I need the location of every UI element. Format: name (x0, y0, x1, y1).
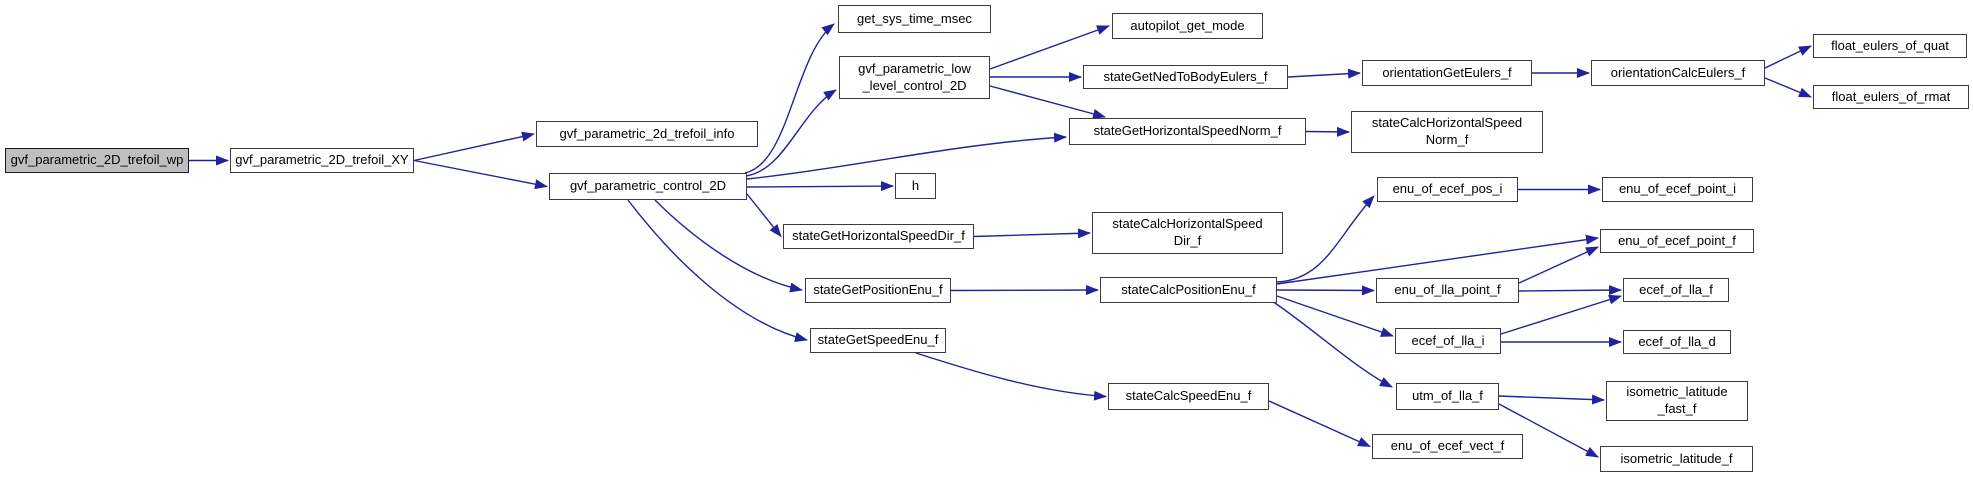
graph-node-label: enu_of_ecef_point_f (1618, 232, 1736, 248)
call-edge-stateCalcSpeedEnu_f-to-enu_of_ecef_vect_f (1268, 400, 1371, 448)
graph-node-stateCalcPositionEnu_f[interactable]: stateCalcPositionEnu_f (1100, 277, 1277, 303)
graph-node-stateGetNedToBodyEulers_f[interactable]: stateGetNedToBodyEulers_f (1083, 65, 1288, 89)
call-edge-gvf_parametric_control_2D-to-h (746, 181, 894, 192)
call-edge-ecef_of_lla_i-to-ecef_of_lla_f (1500, 294, 1622, 335)
graph-node-label: h (911, 177, 920, 193)
call-edge-gvf_parametric_control_2D-to-stateGetHorizontalSpeedNorm_f (746, 132, 1067, 180)
graph-node-label: float_eulers_of_quat (1831, 37, 1949, 53)
call-edge-enu_of_lla_point_f-to-ecef_of_lla_f (1518, 285, 1622, 296)
graph-node-label: gvf_parametric_low _level_control_2D (858, 60, 971, 93)
graph-node-isometric_latitude_fast_f[interactable]: isometric_latitude _fast_f (1606, 381, 1748, 421)
graph-node-enu_of_ecef_vect_f[interactable]: enu_of_ecef_vect_f (1372, 434, 1523, 459)
graph-node-gvf_parametric_2d_trefoil_info[interactable]: gvf_parametric_2d_trefoil_info (536, 121, 758, 147)
graph-node-enu_of_ecef_point_f[interactable]: enu_of_ecef_point_f (1600, 229, 1754, 253)
graph-node-label: isometric_latitude_f (1620, 450, 1733, 466)
graph-node-stateCalcSpeedEnu_f[interactable]: stateCalcSpeedEnu_f (1108, 383, 1269, 410)
graph-node-get_sys_time_msec[interactable]: get_sys_time_msec (838, 5, 991, 33)
graph-node-orientationGetEulers_f[interactable]: orientationGetEulers_f (1362, 60, 1532, 86)
graph-node-label: enu_of_ecef_pos_i (1392, 181, 1503, 197)
graph-node-stateCalcHorizontalSpeedDir_f[interactable]: stateCalcHorizontalSpeed Dir_f (1092, 212, 1283, 254)
call-edge-stateCalcPositionEnu_f-to-enu_of_ecef_point_f (1276, 234, 1599, 285)
graph-node-orientationCalcEulers_f[interactable]: orientationCalcEulers_f (1591, 60, 1765, 86)
call-edge-gvf_parametric_control_2D-to-stateGetHorizontalSpeedDir_f (746, 193, 782, 238)
graph-node-label: enu_of_ecef_vect_f (1390, 438, 1505, 454)
graph-node-label: gvf_parametric_2D_trefoil_wp (10, 152, 184, 168)
graph-node-ecef_of_lla_f[interactable]: ecef_of_lla_f (1623, 278, 1729, 302)
call-edge-orientationCalcEulers_f-to-float_eulers_of_quat (1764, 45, 1812, 69)
call-edge-stateCalcPositionEnu_f-to-enu_of_lla_point_f (1276, 285, 1375, 296)
graph-node-label: stateGetSpeedEnu_f (817, 332, 939, 348)
graph-node-utm_of_lla_f[interactable]: utm_of_lla_f (1396, 383, 1499, 410)
graph-node-enu_of_lla_point_f[interactable]: enu_of_lla_point_f (1376, 278, 1519, 303)
call-edge-gvf_parametric_low_level_control_2D-to-stateGetHorizontalSpeedNorm_f (989, 85, 1106, 119)
graph-node-label: get_sys_time_msec (857, 10, 972, 26)
graph-node-label: stateCalcSpeedEnu_f (1125, 388, 1252, 404)
graph-node-label: ecef_of_lla_d (1638, 333, 1716, 349)
graph-node-stateGetHorizontalSpeedNorm_f[interactable]: stateGetHorizontalSpeedNorm_f (1069, 118, 1306, 145)
call-edge-gvf_parametric_2D_trefoil_XY-to-gvf_parametric_control_2D (413, 159, 548, 190)
graph-node-autopilot_get_mode[interactable]: autopilot_get_mode (1112, 13, 1263, 39)
graph-node-label: stateGetHorizontalSpeedNorm_f (1093, 123, 1282, 139)
graph-node-gvf_parametric_low_level_control_2D[interactable]: gvf_parametric_low _level_control_2D (839, 56, 990, 99)
graph-node-enu_of_ecef_pos_i[interactable]: enu_of_ecef_pos_i (1377, 177, 1518, 202)
graph-node-label: gvf_parametric_2D_trefoil_XY (235, 152, 409, 168)
graph-node-label: autopilot_get_mode (1130, 17, 1245, 33)
call-edge-gvf_parametric_control_2D-to-stateGetPositionEnu_f (654, 199, 803, 293)
graph-node-gvf_parametric_control_2D[interactable]: gvf_parametric_control_2D (549, 173, 747, 200)
call-edge-gvf_parametric_control_2D-to-gvf_parametric_low_level_control_2D (745, 89, 837, 177)
call-edge-enu_of_lla_point_f-to-enu_of_ecef_point_f (1518, 246, 1599, 284)
call-edge-stateGetNedToBodyEulers_f-to-orientationGetEulers_f (1287, 68, 1361, 79)
call-edge-gvf_parametric_control_2D-to-get_sys_time_msec (744, 23, 835, 174)
graph-node-isometric_latitude_f[interactable]: isometric_latitude_f (1600, 446, 1753, 472)
graph-node-label: isometric_latitude _fast_f (1626, 384, 1728, 416)
call-edge-utm_of_lla_f-to-isometric_latitude_fast_f (1498, 394, 1605, 405)
call-edge-stateGetPositionEnu_f-to-stateCalcPositionEnu_f (950, 285, 1099, 296)
call-edge-stateGetSpeedEnu_f-to-stateCalcSpeedEnu_f (915, 352, 1107, 401)
graph-node-label: stateGetHorizontalSpeedDir_f (792, 228, 965, 244)
call-edge-gvf_parametric_control_2D-to-stateGetSpeedEnu_f (627, 199, 808, 342)
call-edge-stateCalcPositionEnu_f-to-enu_of_ecef_pos_i (1276, 195, 1375, 283)
graph-node-label: orientationGetEulers_f (1382, 64, 1512, 80)
call-edge-utm_of_lla_f-to-isometric_latitude_f (1498, 403, 1599, 458)
graph-node-label: enu_of_lla_point_f (1394, 282, 1501, 298)
graph-node-ecef_of_lla_d[interactable]: ecef_of_lla_d (1623, 330, 1731, 354)
call-edge-gvf_parametric_low_level_control_2D-to-autopilot_get_mode (989, 25, 1110, 70)
graph-node-label: stateGetPositionEnu_f (813, 282, 943, 298)
call-edge-stateCalcPositionEnu_f-to-utm_of_lla_f (1271, 300, 1393, 388)
graph-node-label: stateGetNedToBodyEulers_f (1103, 68, 1268, 84)
call-edge-gvf_parametric_2D_trefoil_XY-to-gvf_parametric_2d_trefoil_info (413, 131, 535, 162)
graph-node-label: stateCalcHorizontalSpeed Dir_f (1112, 216, 1263, 248)
call-edge-stateCalcPositionEnu_f-to-ecef_of_lla_i (1276, 295, 1394, 337)
graph-node-label: stateCalcPositionEnu_f (1121, 281, 1256, 297)
graph-node-float_eulers_of_quat[interactable]: float_eulers_of_quat (1813, 34, 1967, 58)
graph-node-label: gvf_parametric_2d_trefoil_info (559, 125, 735, 141)
graph-node-stateGetHorizontalSpeedDir_f[interactable]: stateGetHorizontalSpeedDir_f (783, 224, 974, 249)
graph-node-stateCalcHorizontalSpeedNorm_f[interactable]: stateCalcHorizontalSpeed Norm_f (1351, 111, 1543, 153)
graph-node-enu_of_ecef_point_i[interactable]: enu_of_ecef_point_i (1602, 177, 1753, 202)
graph-node-label: gvf_parametric_control_2D (569, 178, 727, 194)
graph-node-float_eulers_of_rmat[interactable]: float_eulers_of_rmat (1813, 85, 1969, 109)
graph-node-label: ecef_of_lla_i (1411, 332, 1485, 348)
graph-node-h[interactable]: h (895, 173, 936, 199)
graph-node-stateGetPositionEnu_f[interactable]: stateGetPositionEnu_f (805, 278, 951, 303)
graph-node-label: float_eulers_of_rmat (1831, 88, 1951, 104)
graph-node-label: stateCalcHorizontalSpeed Norm_f (1371, 115, 1523, 147)
graph-node-gvf_parametric_2D_trefoil_XY[interactable]: gvf_parametric_2D_trefoil_XY (230, 148, 414, 173)
graph-node-gvf_parametric_2D_trefoil_wp: gvf_parametric_2D_trefoil_wp (5, 148, 189, 173)
graph-node-ecef_of_lla_i[interactable]: ecef_of_lla_i (1395, 328, 1501, 354)
call-edge-orientationCalcEulers_f-to-float_eulers_of_rmat (1764, 77, 1812, 98)
graph-node-stateGetSpeedEnu_f[interactable]: stateGetSpeedEnu_f (810, 328, 946, 353)
call-edge-stateGetHorizontalSpeedDir_f-to-stateCalcHorizontalSpeedDir_f (973, 228, 1091, 239)
graph-node-label: orientationCalcEulers_f (1610, 64, 1746, 80)
graph-node-label: utm_of_lla_f (1412, 388, 1483, 404)
call-edge-stateGetHorizontalSpeedNorm_f-to-stateCalcHorizontalSpeedNorm_f (1305, 126, 1350, 137)
graph-node-label: ecef_of_lla_f (1639, 281, 1713, 297)
graph-node-label: enu_of_ecef_point_i (1618, 181, 1737, 197)
